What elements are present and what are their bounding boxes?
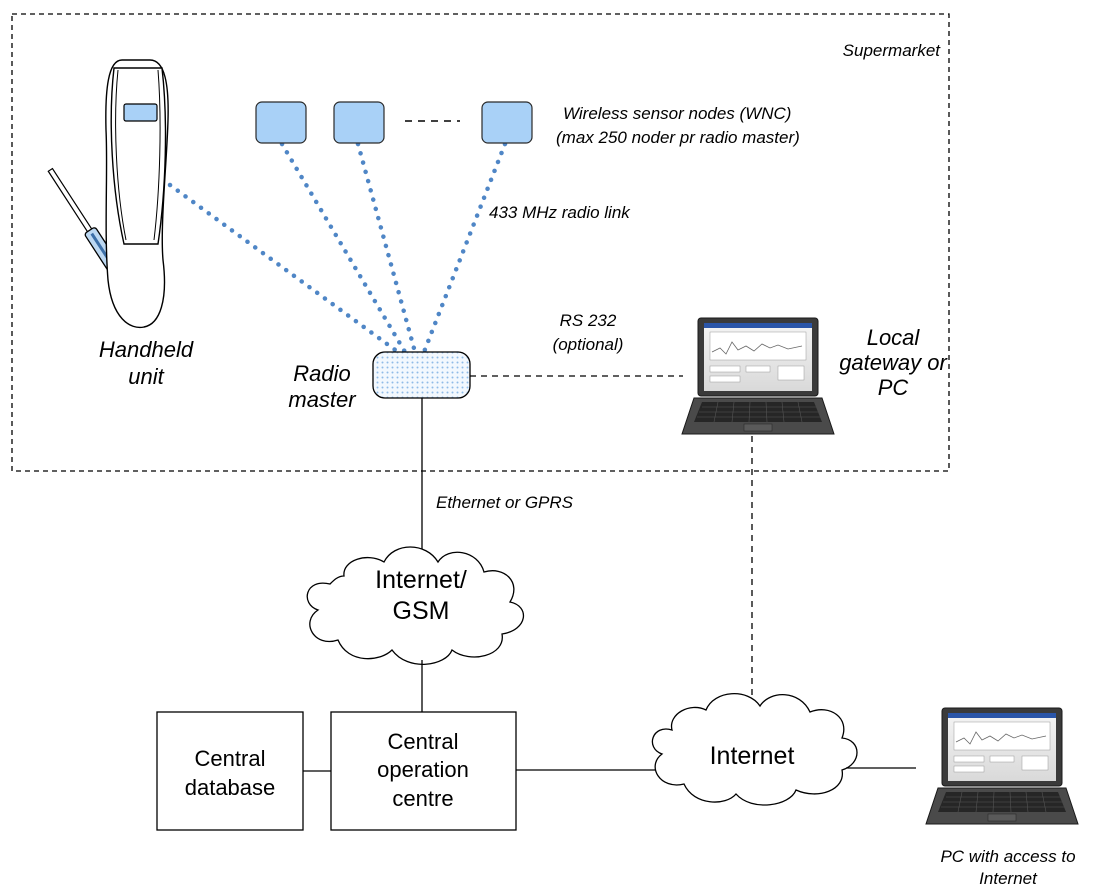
sensor-nodes xyxy=(255,101,533,144)
central-op-label-line3: centre xyxy=(392,786,453,811)
supermarket-label: Supermarket xyxy=(843,41,942,60)
local-gateway-label-line3: PC xyxy=(878,375,909,400)
handheld-unit-icon xyxy=(47,59,169,329)
sensor-node xyxy=(255,101,307,144)
central-op-label-line1: Central xyxy=(388,729,459,754)
sensor-node xyxy=(333,101,385,144)
remote-pc-label-line2: Internet xyxy=(979,869,1038,888)
remote-pc-label-line1: PC with access to xyxy=(940,847,1075,866)
central-op-label-line2: operation xyxy=(377,757,469,782)
rs232-label-line1: RS 232 xyxy=(560,311,617,330)
uplink-label: Ethernet or GPRS xyxy=(436,493,574,512)
cloud-internet-label: Internet xyxy=(710,742,795,770)
central-database-box xyxy=(156,711,304,831)
radio-master-label-line1: Radio xyxy=(293,361,350,386)
handheld-label-line1: Handheld xyxy=(99,337,194,362)
local-gateway-laptop-icon xyxy=(681,317,835,435)
sensor-node xyxy=(481,101,533,144)
radio-master-label-line2: master xyxy=(288,387,357,412)
cloud-gsm-label-line2: GSM xyxy=(393,597,450,625)
rs232-label-line2: (optional) xyxy=(553,335,624,354)
central-db-label-line1: Central xyxy=(195,746,266,771)
sensors-label-line2: (max 250 noder pr radio master) xyxy=(556,128,800,147)
handheld-label-line2: unit xyxy=(128,364,164,389)
central-operation-box xyxy=(330,711,517,831)
central-db-label-line2: database xyxy=(185,775,276,800)
sensors-label-line1: Wireless sensor nodes (WNC) xyxy=(563,104,791,123)
supermarket-zone xyxy=(11,13,950,472)
radio-master-box xyxy=(372,351,471,399)
local-gateway-label-line2: gateway or xyxy=(839,350,948,375)
cloud-internet xyxy=(651,693,858,806)
remote-pc-laptop-icon xyxy=(925,707,1079,825)
radio-links xyxy=(167,141,508,355)
cloud-internet-gsm xyxy=(306,546,525,665)
radio-link-label: 433 MHz radio link xyxy=(489,203,631,222)
local-gateway-label-line1: Local xyxy=(867,325,921,350)
cloud-gsm-label-line1: Internet/ xyxy=(375,566,467,594)
